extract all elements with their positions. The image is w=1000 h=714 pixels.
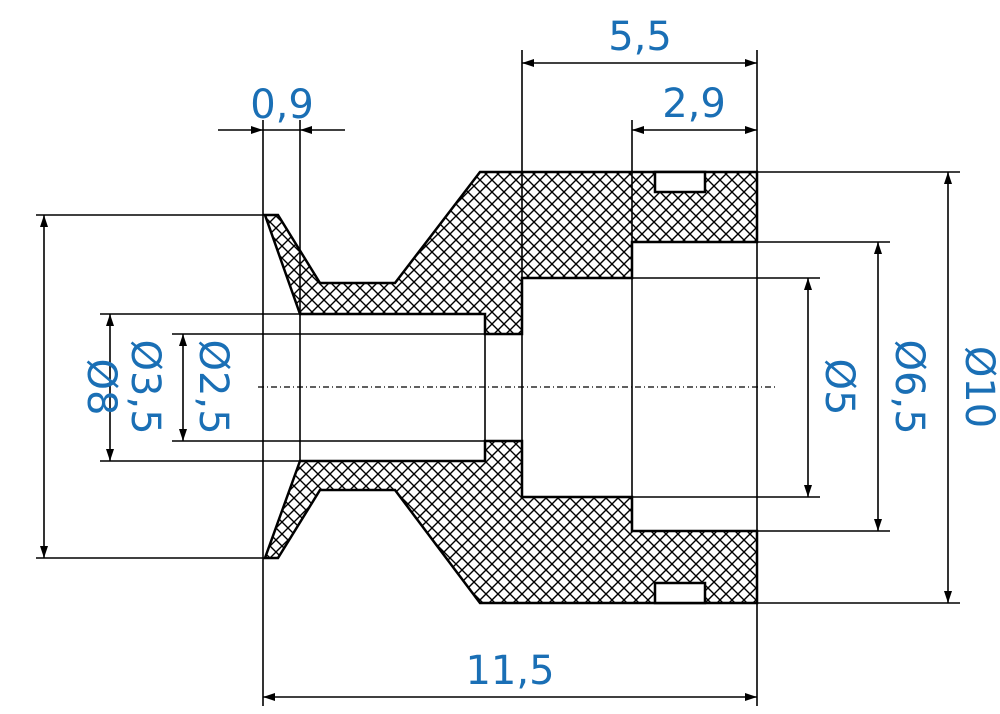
dimension-lines bbox=[40, 59, 952, 701]
dim-flange-diameter: Ø8 bbox=[78, 359, 124, 416]
part-section-upper bbox=[263, 170, 759, 336]
dim-flange-thickness: 0,9 bbox=[250, 82, 314, 128]
dim-overall-length: 11,5 bbox=[465, 648, 554, 694]
dim-counterbore-diameter: Ø6,5 bbox=[886, 339, 932, 434]
part-section-lower bbox=[263, 439, 759, 605]
extension-lines bbox=[36, 50, 960, 706]
dim-counterbore-depth: 5,5 bbox=[608, 14, 672, 60]
dim-inner-bore-diameter: Ø5 bbox=[816, 359, 862, 416]
groove-notch-top bbox=[653, 170, 707, 194]
dim-tip-diameter: Ø2,5 bbox=[190, 339, 236, 434]
dim-inner-step-depth: 2,9 bbox=[662, 81, 726, 127]
groove-notch-bottom bbox=[653, 581, 707, 605]
dim-outer-diameter: Ø10 bbox=[956, 346, 1000, 428]
dim-bore-diameter: Ø3,5 bbox=[122, 339, 168, 434]
